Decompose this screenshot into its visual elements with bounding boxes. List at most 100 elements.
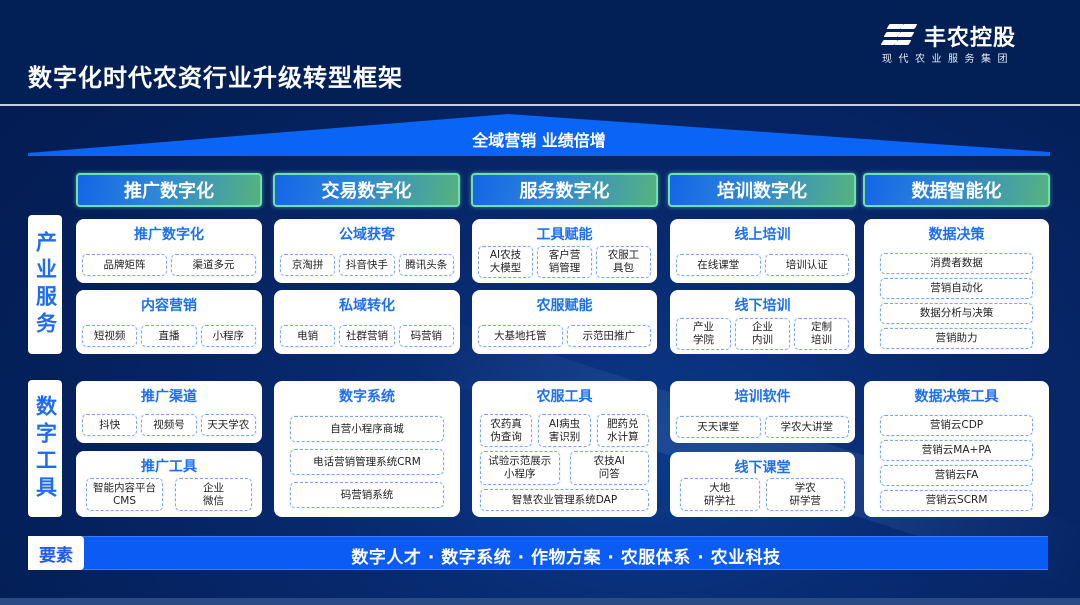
chip-agri-ai-qa[interactable]: 农技AI 问答 xyxy=(569,451,649,485)
chip-marketing-cloud-mapa[interactable]: 营销云MA+PA xyxy=(880,440,1033,461)
header-bar xyxy=(0,0,1080,104)
card-title: 私域转化 xyxy=(339,298,395,314)
chip-marketing-assist[interactable]: 营销助力 xyxy=(880,328,1033,349)
chip-industry-college[interactable]: 产业 学院 xyxy=(676,318,731,350)
chip-customer-marketing-mgmt[interactable]: 客户营 销管理 xyxy=(537,246,592,278)
row-label-text: 数字工具 xyxy=(33,394,58,503)
chip-douyin-kuaishou[interactable]: 抖快 xyxy=(82,414,138,436)
chip-agri-service-toolkit[interactable]: 农服工 具包 xyxy=(596,246,651,278)
card-content-marketing: 内容营销 短视频 直播 小程序 xyxy=(76,290,262,354)
elements-bar xyxy=(28,536,1048,570)
card-title: 线下课堂 xyxy=(734,460,791,476)
chip-tencent-toutiao[interactable]: 腾讯头条 xyxy=(398,254,454,276)
card-title: 农服赋能 xyxy=(536,298,593,314)
column-header-training: 培训数字化 xyxy=(668,173,856,207)
chip-marketing-cloud-fa[interactable]: 营销云FA xyxy=(880,465,1033,486)
card-title: 内容营销 xyxy=(141,298,197,314)
card-title: 数字系统 xyxy=(339,389,395,405)
company-logo: 丰农控股 现代农业服务集团 xyxy=(880,20,1052,65)
row-label-digital-tools: 数字工具 xyxy=(28,380,62,517)
card-offline-training: 线下培训 产业 学院 企业 内训 定制 培训 xyxy=(670,290,855,354)
page-title: 数字化时代农资行业升级转型框架 xyxy=(28,64,403,92)
card-online-training: 线上培训 在线课堂 培训认证 xyxy=(670,219,855,283)
bottom-strip xyxy=(0,598,1080,605)
column-header-transaction: 交易数字化 xyxy=(273,173,460,207)
chip-short-video[interactable]: 短视频 xyxy=(82,325,138,347)
chip-xuenong-lecture-hall[interactable]: 学农大讲堂 xyxy=(764,416,849,438)
chip-marketing-cloud-cdp[interactable]: 营销云CDP xyxy=(880,415,1033,436)
banner-shape xyxy=(28,114,1050,156)
fengnong-logo-icon xyxy=(880,22,918,48)
logo-subtitle: 现代农业服务集团 xyxy=(882,54,1014,65)
card-title: 数据决策工具 xyxy=(914,389,999,405)
chip-cms[interactable]: 智能内容平台 CMS xyxy=(86,478,163,511)
chip-trial-demo-mini-program[interactable]: 试验示范展示 小程序 xyxy=(480,451,560,485)
chip-smart-agri-dap[interactable]: 智慧农业管理系统DAP xyxy=(480,489,649,511)
chip-community-marketing[interactable]: 社群营销 xyxy=(339,325,395,347)
chip-fertilizer-calculator[interactable]: 肥药兑 水计算 xyxy=(596,414,649,447)
chip-crm-system[interactable]: 电话营销管理系统CRM xyxy=(290,449,444,475)
elements-tag: 要素 xyxy=(28,536,84,570)
chip-ai-pest-recognition[interactable]: AI病虫 害识别 xyxy=(538,414,591,447)
card-digital-systems: 数字系统 自营小程序商城 电话营销管理系统CRM 码营销系统 xyxy=(274,381,460,517)
elements-text: 数字人才 · 数字系统 · 作物方案 · 农服体系 · 农业科技 xyxy=(351,548,781,568)
card-title: 培训软件 xyxy=(734,389,791,405)
card-promotion-digitalization: 推广数字化 品牌矩阵 渠道多元 xyxy=(76,219,262,283)
chip-enterprise-training[interactable]: 企业 内训 xyxy=(735,318,790,350)
chip-livestream[interactable]: 直播 xyxy=(141,325,197,347)
chip-online-classroom[interactable]: 在线课堂 xyxy=(676,254,761,276)
chip-douyin-kuaishou[interactable]: 抖音快手 xyxy=(339,254,395,276)
banner-text: 全域营销 业绩倍增 xyxy=(472,131,606,150)
card-title: 推广数字化 xyxy=(134,227,204,243)
chip-demo-field-promotion[interactable]: 示范田推广 xyxy=(566,325,651,347)
card-title: 数据决策 xyxy=(928,227,985,243)
chip-tiantian-xuenong[interactable]: 天天学农 xyxy=(200,414,256,436)
top-banner: 全域营销 业绩倍增 xyxy=(28,112,1050,156)
chip-consumer-data[interactable]: 消费者数据 xyxy=(880,253,1033,274)
chip-tiantian-classroom[interactable]: 天天课堂 xyxy=(676,416,761,438)
card-data-decision-tools: 数据决策工具 营销云CDP 营销云MA+PA 营销云FA 营销云SCRM xyxy=(864,381,1049,517)
card-promotion-tools: 推广工具 智能内容平台 CMS 企业 微信 xyxy=(76,451,262,517)
column-header-promotion: 推广数字化 xyxy=(76,173,262,207)
card-title: 工具赋能 xyxy=(536,227,593,243)
card-title: 线上培训 xyxy=(734,227,791,243)
card-data-decision: 数据决策 消费者数据 营销自动化 数据分析与决策 营销助力 xyxy=(864,219,1049,354)
card-title: 公域获客 xyxy=(339,227,395,243)
header-divider xyxy=(0,104,1080,106)
chip-xuenong-study-camp[interactable]: 学农 研学营 xyxy=(765,478,845,511)
card-agri-service-enablement: 农服赋能 大基地托管 示范田推广 xyxy=(472,290,657,354)
row-label-text: 产业服务 xyxy=(33,230,58,339)
card-title: 推广渠道 xyxy=(141,389,197,405)
card-public-acquisition: 公域获客 京淘拼 抖音快手 腾讯头条 xyxy=(274,219,460,283)
chip-training-certification[interactable]: 培训认证 xyxy=(764,254,849,276)
chip-marketing-cloud-scrm[interactable]: 营销云SCRM xyxy=(880,490,1033,511)
card-offline-classroom: 线下课堂 大地 研学社 学农 研学营 xyxy=(670,452,855,517)
chip-telesales[interactable]: 电销 xyxy=(280,325,336,347)
card-promotion-channels: 推广渠道 抖快 视频号 天天学农 xyxy=(76,381,262,443)
column-header-data: 数据智能化 xyxy=(863,173,1050,207)
chip-custom-training[interactable]: 定制 培训 xyxy=(794,318,849,350)
chip-video-channel[interactable]: 视频号 xyxy=(141,414,197,436)
chip-ai-agri-model[interactable]: AI农技 大模型 xyxy=(478,246,533,278)
card-agri-service-tools: 农服工具 农药真 伪查询 AI病虫 害识别 肥药兑 水计算 试验示范展示 小程序… xyxy=(472,381,657,517)
row-label-industry-service: 产业服务 xyxy=(28,215,62,354)
chip-code-marketing[interactable]: 码营销 xyxy=(398,325,454,347)
chip-mini-program-mall[interactable]: 自营小程序商城 xyxy=(290,416,444,442)
chip-dadi-study-club[interactable]: 大地 研学社 xyxy=(680,478,760,511)
card-tool-enablement: 工具赋能 AI农技 大模型 客户营 销管理 农服工 具包 xyxy=(472,219,657,283)
card-private-conversion: 私域转化 电销 社群营销 码营销 xyxy=(274,290,460,354)
chip-wecom[interactable]: 企业 微信 xyxy=(175,478,252,511)
chip-channel-diversity[interactable]: 渠道多元 xyxy=(171,254,256,276)
chip-jd-taobao-pdd[interactable]: 京淘拼 xyxy=(280,254,336,276)
chip-pesticide-authenticity[interactable]: 农药真 伪查询 xyxy=(480,414,533,447)
card-title: 线下培训 xyxy=(734,298,791,314)
chip-brand-matrix[interactable]: 品牌矩阵 xyxy=(82,254,167,276)
chip-code-marketing-system[interactable]: 码营销系统 xyxy=(290,482,444,508)
chip-base-trusteeship[interactable]: 大基地托管 xyxy=(478,325,563,347)
chip-mini-program[interactable]: 小程序 xyxy=(200,325,256,347)
column-header-service: 服务数字化 xyxy=(471,173,658,207)
chip-data-analysis[interactable]: 数据分析与决策 xyxy=(880,303,1033,324)
logo-name: 丰农控股 xyxy=(924,26,1017,51)
chip-marketing-automation[interactable]: 营销自动化 xyxy=(880,278,1033,299)
card-title: 推广工具 xyxy=(141,459,197,475)
